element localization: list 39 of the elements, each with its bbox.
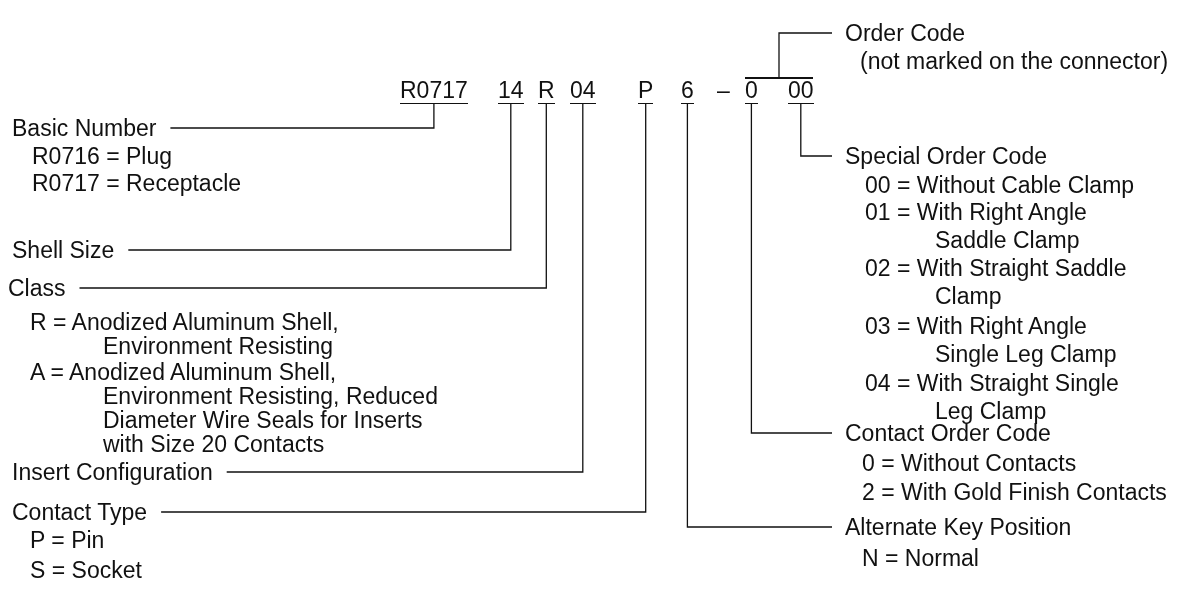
code-definition: 0 = Without Contacts <box>862 449 1077 477</box>
leader-line <box>127 102 512 251</box>
field-heading: Order Code <box>832 19 966 47</box>
field-heading: Alternate Key Position <box>832 513 1072 541</box>
code-definition: R0716 = Plug <box>32 142 173 170</box>
code-definition: 00 = Without Cable Clamp <box>865 171 1136 199</box>
field-heading: Insert Configuration <box>12 458 227 486</box>
leader-line <box>750 102 833 434</box>
leader-line <box>686 102 833 528</box>
note: (not marked on the connector) <box>860 47 1169 75</box>
leader-line <box>160 102 647 513</box>
code-definition: S = Socket <box>30 556 142 584</box>
code-segment: 04 <box>570 77 596 104</box>
field-heading: Shell Size <box>12 236 129 264</box>
leader-line <box>169 102 435 129</box>
field-heading: Basic Number <box>12 114 171 142</box>
field-heading: Contact Type <box>12 498 162 526</box>
code-segment: 14 <box>498 77 524 104</box>
code-definition: 03 = With Right Angle Single Leg Clamp <box>865 312 1118 368</box>
code-segment: R0717 <box>400 77 468 104</box>
code-definition: R = Anodized Aluminum Shell, Environment Resisting <box>30 310 340 358</box>
code-definition: R0717 = Receptacle <box>32 169 242 197</box>
separator-dash: – <box>717 76 730 104</box>
code-segment: R <box>538 77 555 104</box>
leader-line <box>78 102 547 289</box>
field-heading: Class <box>8 274 80 302</box>
code-definition: 04 = With Straight Single Leg Clamp <box>865 369 1120 424</box>
code-segment: 6 <box>681 77 694 104</box>
code-definition: 01 = With Right Angle Saddle Clamp <box>865 198 1088 254</box>
note: N = Normal <box>862 544 979 572</box>
leader-line <box>778 32 833 78</box>
field-heading: Special Order Code <box>832 142 1047 170</box>
code-definition: P = Pin <box>30 526 105 554</box>
leader-line <box>800 102 833 157</box>
code-definition: 2 = With Gold Finish Contacts <box>862 478 1167 506</box>
leader-line <box>226 102 584 473</box>
code-definition: A = Anodized Aluminum Shell, Environment Resisting, Reduced Diameter Wire Seals for Inserts with Size 20 Contacts <box>30 360 439 456</box>
code-segment: P <box>638 77 654 104</box>
code-definition: 02 = With Straight Saddle Clamp <box>865 254 1128 310</box>
